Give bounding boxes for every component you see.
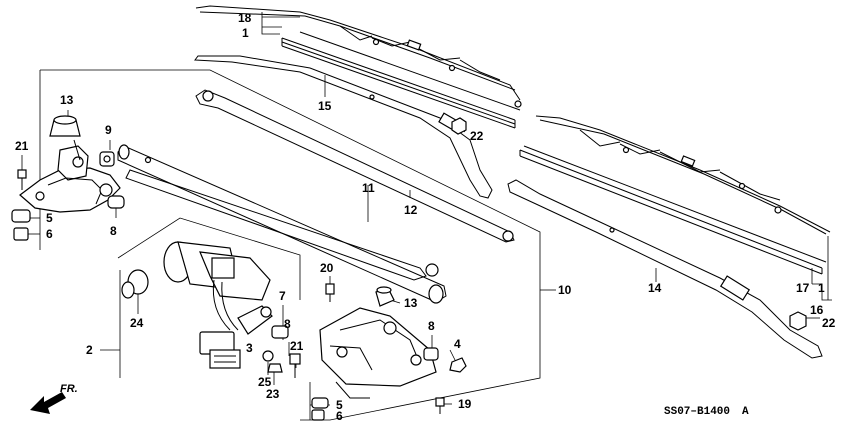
callout-4: 4 bbox=[454, 337, 461, 351]
callout-3: 3 bbox=[246, 341, 253, 355]
callout-22-right: 22 bbox=[822, 316, 836, 330]
nut-22-right bbox=[789, 311, 807, 331]
callout-2: 2 bbox=[86, 343, 93, 357]
rubber-cap-13-left bbox=[49, 115, 81, 137]
callout-8-right: 8 bbox=[428, 319, 435, 333]
callout-9: 9 bbox=[105, 123, 112, 137]
callout-numbers: 18 1 15 22 13 9 21 5 6 8 11 12 10 20 13 … bbox=[15, 11, 836, 423]
diagram-code-text: SS07–B1400 bbox=[664, 406, 730, 418]
callout-21-left: 21 bbox=[15, 139, 29, 153]
nut-4 bbox=[449, 357, 467, 373]
nut-6-left bbox=[13, 227, 29, 241]
grommet-24 bbox=[121, 269, 149, 299]
callout-15: 15 bbox=[318, 99, 332, 113]
wiper-arm-driver bbox=[194, 55, 493, 199]
link-rod-12 bbox=[195, 89, 515, 243]
callout-1-top: 1 bbox=[242, 26, 249, 40]
bolt-21-left bbox=[17, 169, 27, 190]
bushing-8-mid bbox=[271, 325, 289, 339]
nut-6-bottom bbox=[311, 409, 325, 421]
callout-24: 24 bbox=[130, 316, 144, 330]
callout-13-right: 13 bbox=[404, 296, 418, 310]
diagram-code: SS07–B1400 A bbox=[664, 406, 749, 418]
callout-1-right: 1 bbox=[818, 281, 825, 295]
wiper-arm-passenger bbox=[507, 179, 823, 359]
nut-23 bbox=[267, 363, 283, 373]
callout-18: 18 bbox=[238, 11, 252, 25]
callout-10: 10 bbox=[558, 283, 572, 297]
hardware-motor-bottom bbox=[262, 325, 301, 378]
bushing-9 bbox=[99, 151, 115, 167]
callout-14: 14 bbox=[648, 281, 662, 295]
front-arrow-label: FR. bbox=[60, 383, 78, 395]
assembly-frame-lines bbox=[39, 12, 832, 421]
callout-5-bottom: 5 bbox=[336, 398, 343, 412]
callout-11: 11 bbox=[362, 181, 375, 195]
pivot-assembly-right bbox=[319, 307, 437, 399]
callout-19: 19 bbox=[458, 397, 472, 411]
callout-8-mid: 8 bbox=[284, 317, 291, 331]
callout-25: 25 bbox=[258, 375, 272, 389]
wiper-blade-passenger bbox=[519, 115, 831, 275]
callout-6-bottom: 6 bbox=[336, 409, 343, 423]
callout-12: 12 bbox=[404, 203, 418, 217]
pivot-assembly-left bbox=[19, 139, 121, 213]
callout-21-mid: 21 bbox=[290, 339, 304, 353]
diagram-code-suffix: A bbox=[742, 406, 749, 418]
callout-16: 16 bbox=[810, 303, 824, 317]
wiper-blade-driver bbox=[195, 5, 522, 129]
nut-22-top bbox=[451, 117, 467, 135]
callout-22-top: 22 bbox=[470, 129, 484, 143]
bushing-8-left bbox=[107, 195, 125, 209]
callout-17: 17 bbox=[796, 281, 810, 295]
bolt-21-head bbox=[289, 353, 301, 365]
link-tube-11 bbox=[117, 144, 447, 304]
washer-25 bbox=[262, 350, 274, 362]
callout-6-left: 6 bbox=[46, 227, 53, 241]
grommet-5-left bbox=[11, 209, 31, 223]
callout-7: 7 bbox=[279, 289, 286, 303]
wiper-motor bbox=[163, 241, 271, 369]
rubber-cap-13-right bbox=[375, 286, 395, 307]
bushing-8-right bbox=[423, 347, 439, 361]
callout-20: 20 bbox=[320, 261, 334, 275]
front-direction-arrow: FR. bbox=[30, 383, 78, 414]
callout-23: 23 bbox=[266, 387, 280, 401]
crank-arm-3 bbox=[237, 305, 273, 335]
bolt-19 bbox=[435, 397, 445, 414]
callout-5-left: 5 bbox=[46, 211, 53, 225]
callout-8-left: 8 bbox=[110, 224, 117, 238]
bolt-20 bbox=[325, 283, 335, 302]
callout-13-left: 13 bbox=[60, 93, 74, 107]
grommet-5-bottom bbox=[311, 397, 329, 409]
